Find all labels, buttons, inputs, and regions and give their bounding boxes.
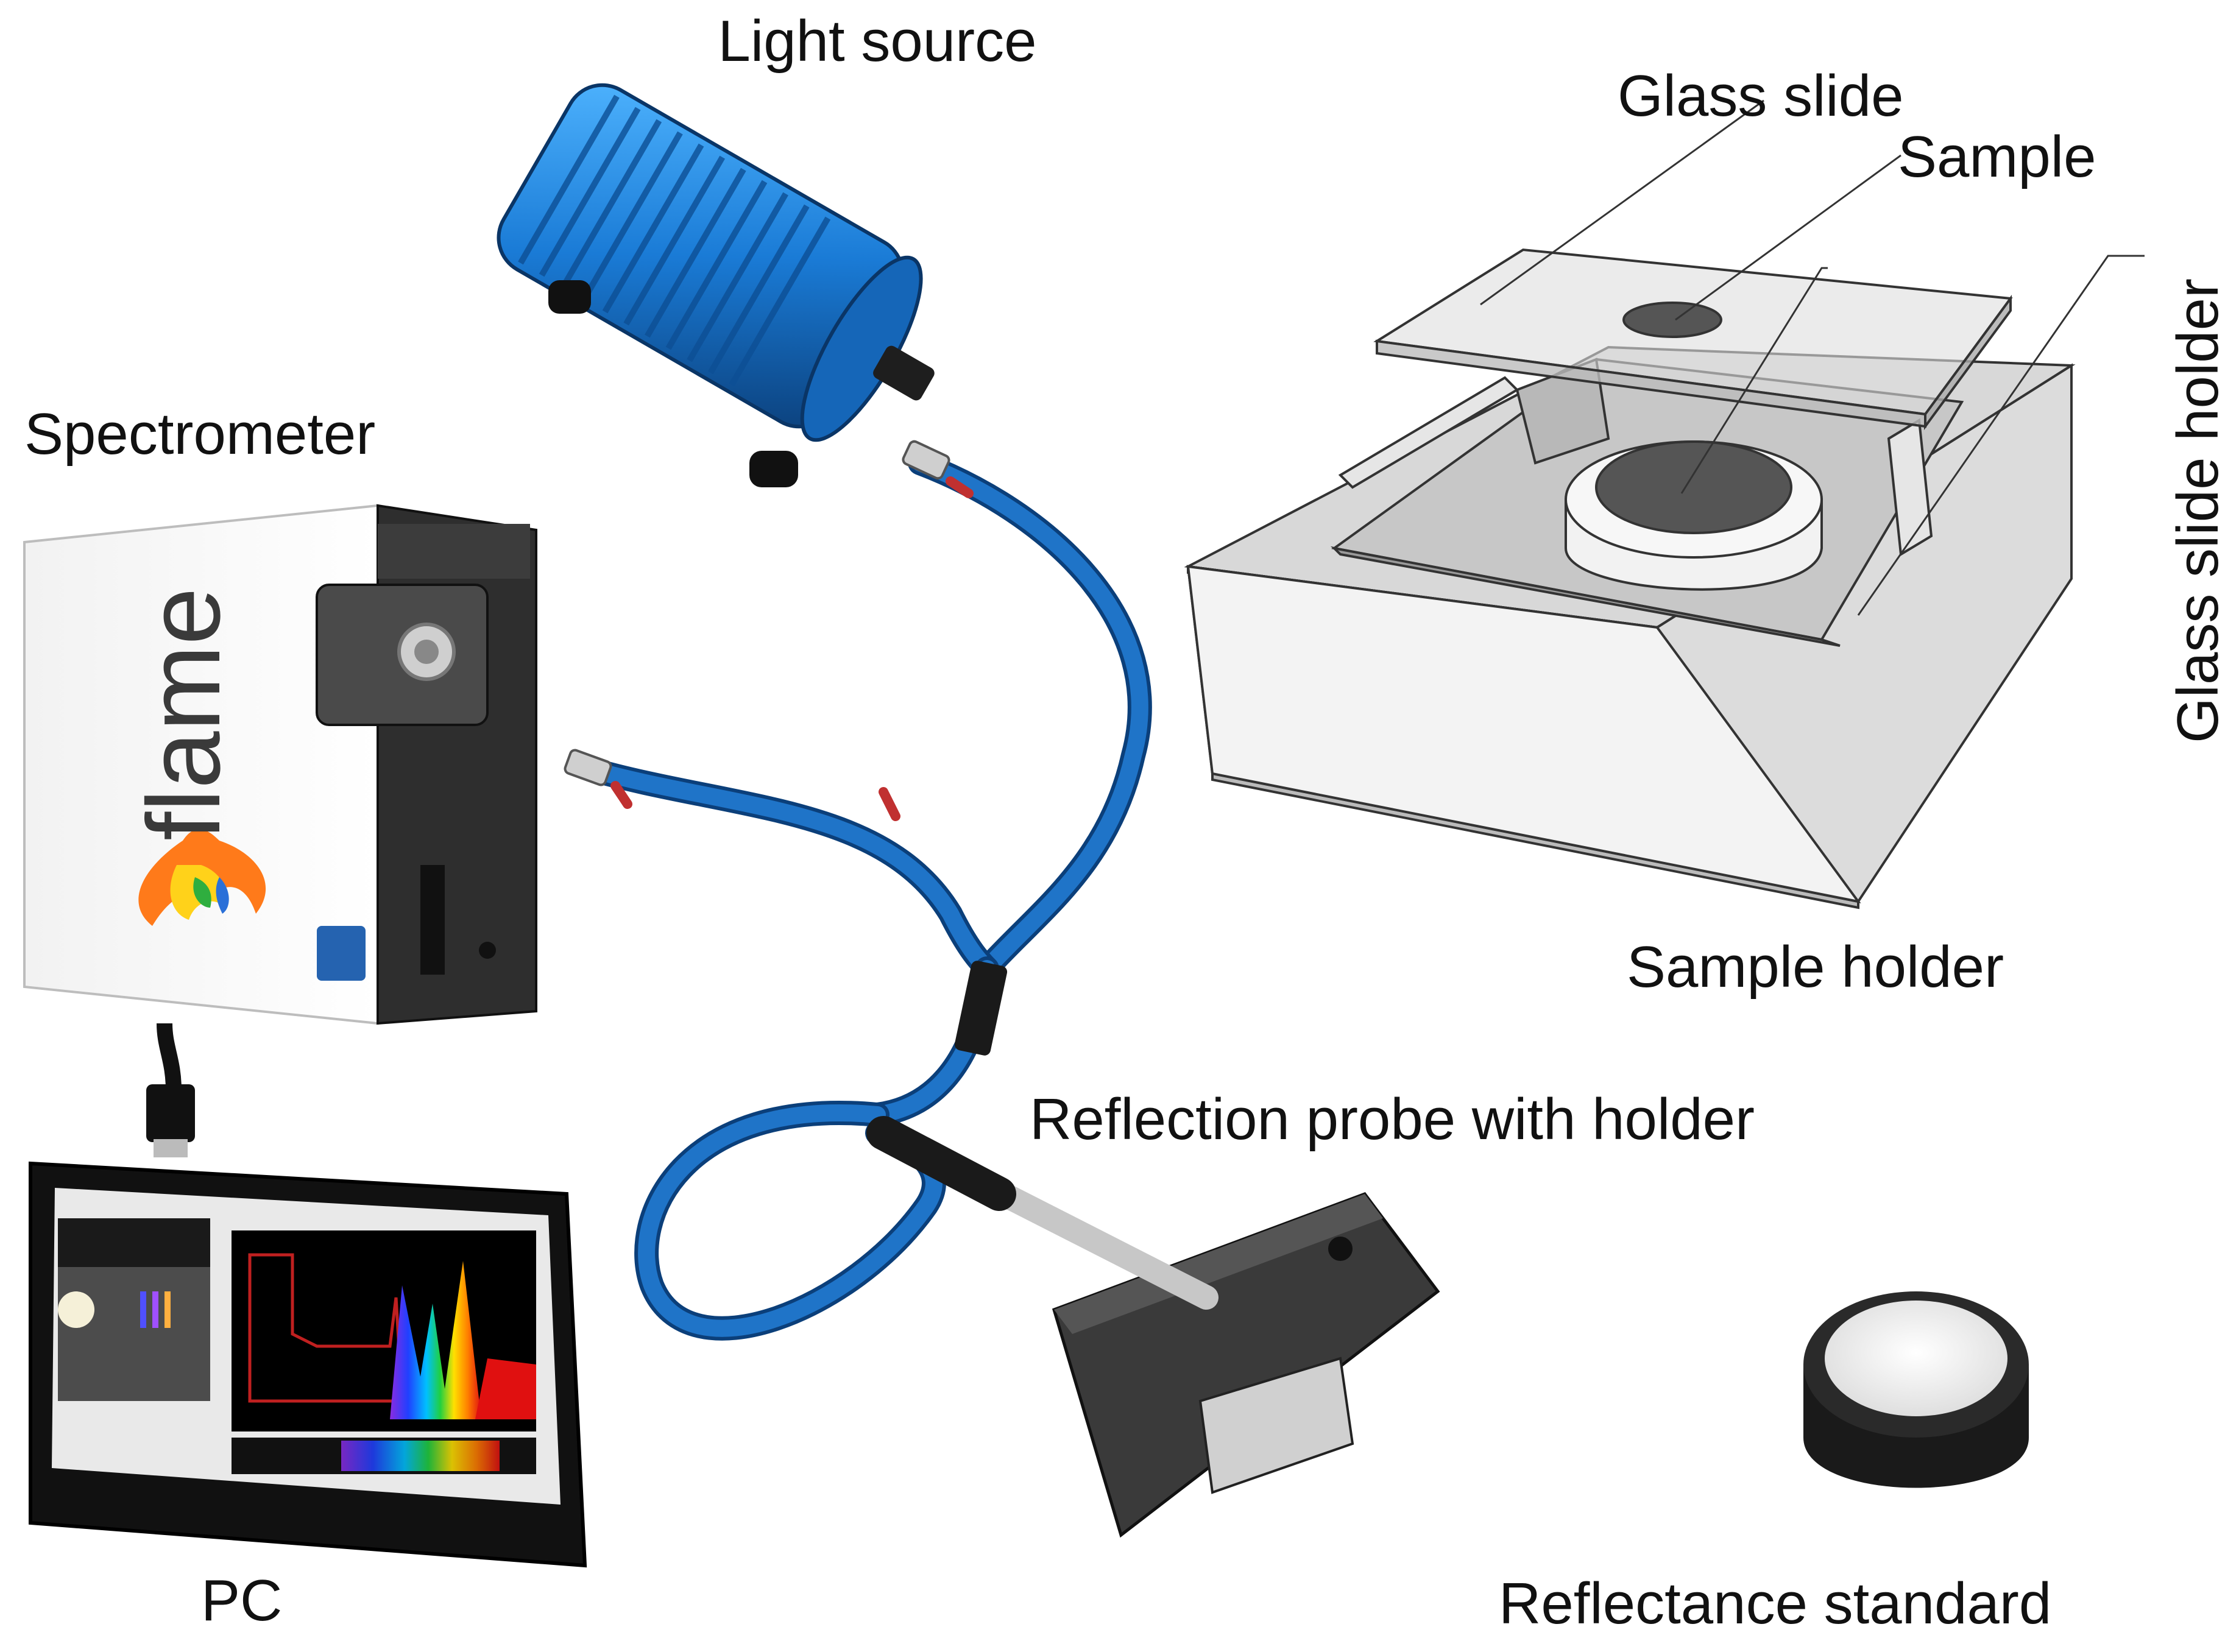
light-source [497,83,935,487]
label-reflection-probe: Reflection probe with holder [1030,1087,1755,1152]
spectrometer-brand: flame [126,587,242,841]
flame-logo-icon [138,829,266,926]
label-reflectance-standard: Reflectance standard [1499,1571,2051,1636]
reflectance-standard [1803,1291,2029,1488]
reflection-probe [866,1116,1440,1538]
labels: Light source Spectrometer Glass slide Sa… [24,9,2230,1636]
label-glass-slide: Glass slide [1618,63,1904,129]
sample-holder [1184,345,2076,909]
spectrometer: flame [23,504,537,1025]
pc-monitor [29,1161,587,1568]
glass-slide [1373,248,2013,431]
fiber-cables [573,451,1152,1341]
label-light-source: Light source [718,9,1037,74]
leader-lines [1480,99,2145,616]
label-sample: Sample [1898,124,2096,189]
label-spectrometer: Spectrometer [24,401,375,467]
fiber-connectors [564,440,1008,1056]
usb-cable [146,1023,195,1157]
label-sample-holder: Sample holder [1627,934,2004,1000]
label-pc: PC [201,1568,282,1633]
label-glass-slide-holder: Glass slide holder [2165,278,2230,743]
